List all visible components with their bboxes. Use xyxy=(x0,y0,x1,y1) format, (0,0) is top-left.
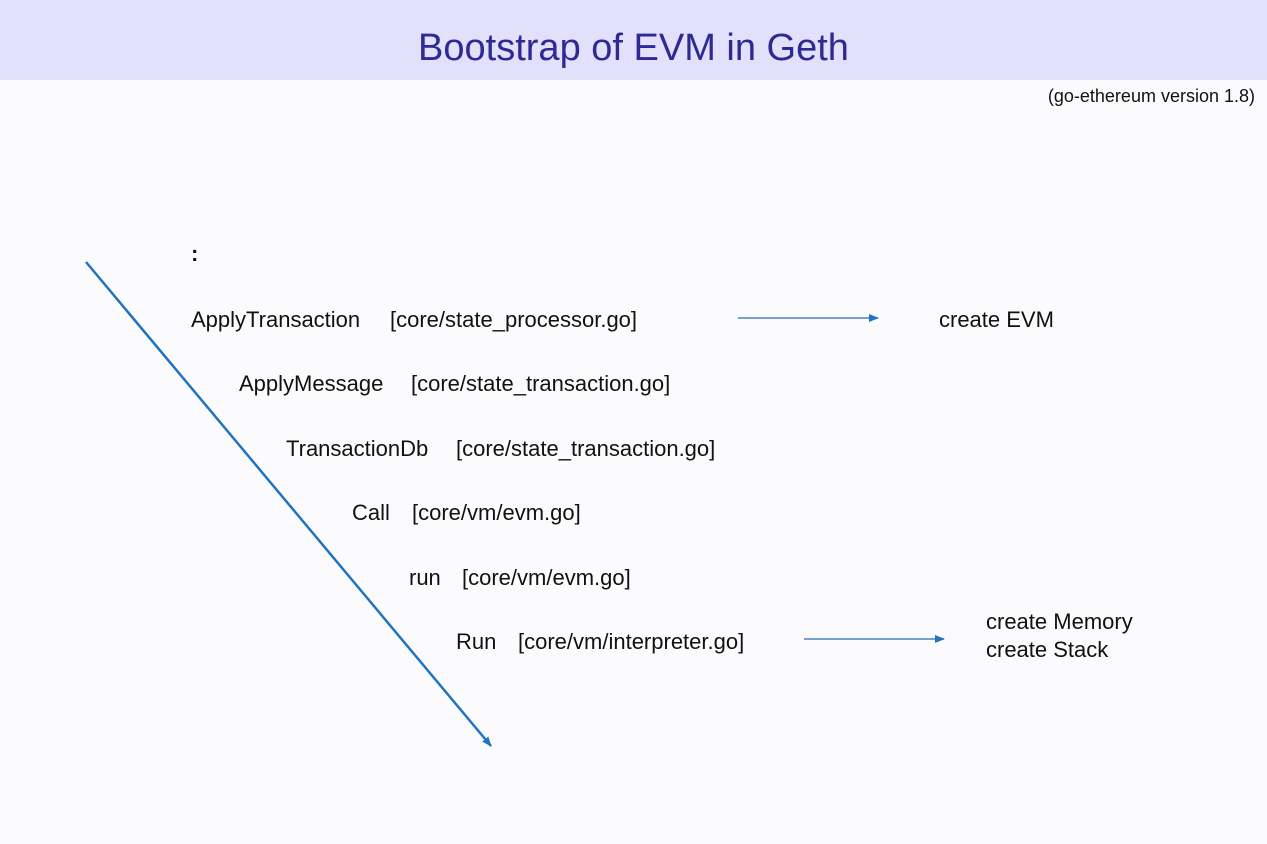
stack-file-apply-transaction: [core/state_processor.go] xyxy=(390,307,638,332)
stack-file-run-upper: [core/vm/interpreter.go] xyxy=(518,629,745,654)
stack-file-run-lower: [core/vm/evm.go] xyxy=(462,565,631,590)
note-create-stack: create Stack xyxy=(986,637,1109,662)
stack-fn-apply-message: ApplyMessage xyxy=(239,371,384,396)
stack-fn-apply-transaction: ApplyTransaction xyxy=(191,307,361,332)
stack-file-call: [core/vm/evm.go] xyxy=(412,500,581,525)
stack-fn-run-upper: Run xyxy=(456,629,497,654)
call-flow-arrow xyxy=(85,261,492,747)
note-create-evm: create EVM xyxy=(939,307,1054,332)
stack-fn-run-lower: run xyxy=(409,565,441,590)
note-create-memory: create Memory xyxy=(986,609,1133,634)
stack-file-apply-message: [core/state_transaction.go] xyxy=(411,371,671,396)
title-band xyxy=(0,0,1267,80)
version-note: (go-ethereum version 1.8) xyxy=(1047,86,1255,106)
stack-file-transaction-db: [core/state_transaction.go] xyxy=(456,436,716,461)
stack-fn-transaction-db: TransactionDb xyxy=(286,436,429,461)
stack-fn-call: Call xyxy=(352,500,390,525)
page-title: Bootstrap of EVM in Geth xyxy=(418,27,849,69)
leading-mark: : xyxy=(191,241,199,266)
